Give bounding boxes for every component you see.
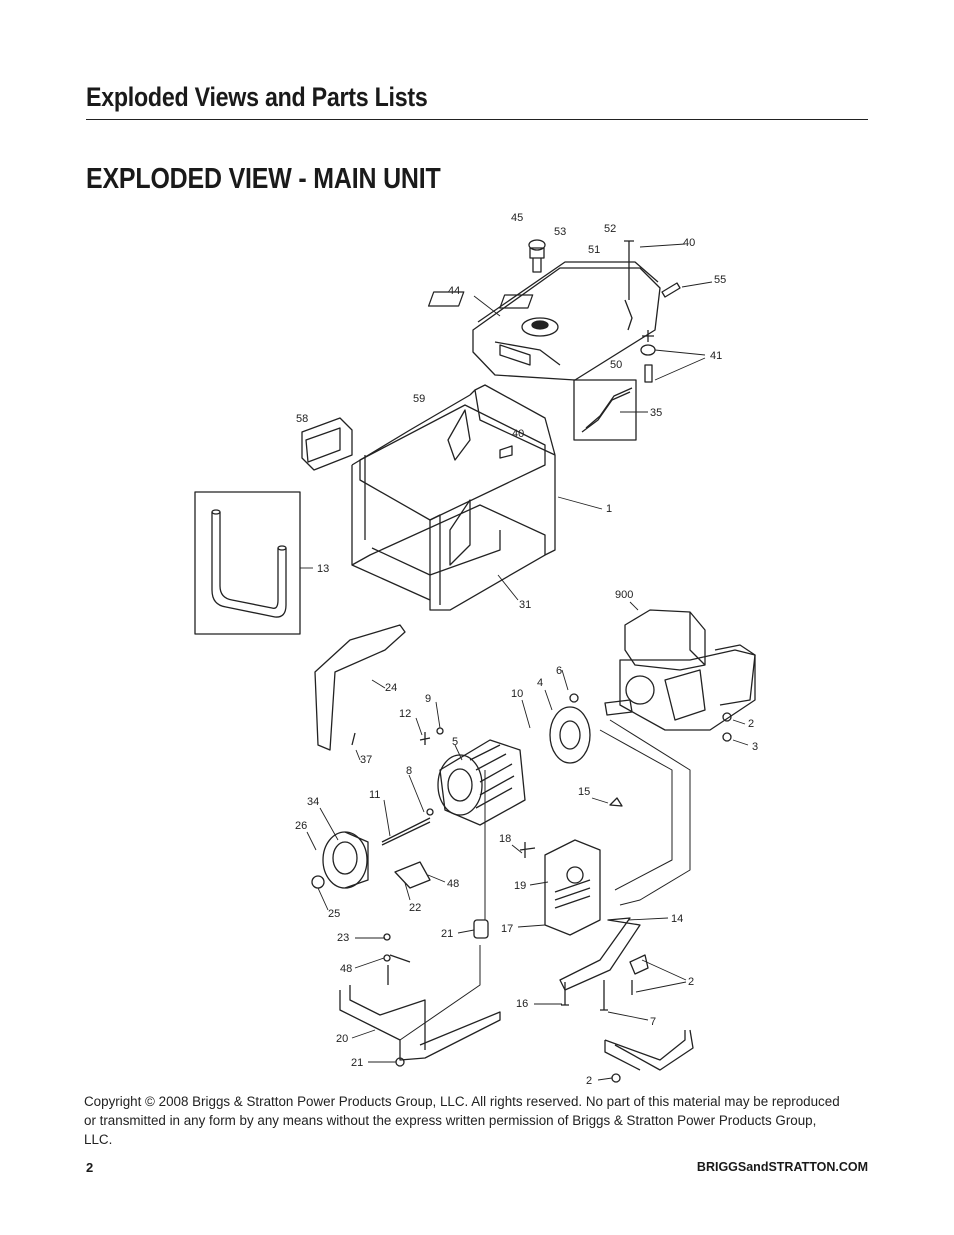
part-label: 58 bbox=[296, 413, 308, 425]
part-label: 2 bbox=[586, 1075, 592, 1085]
part-label: 24 bbox=[385, 682, 397, 694]
part-label: 37 bbox=[360, 754, 372, 766]
part-label: 13 bbox=[317, 563, 329, 575]
view-title: EXPLODED VIEW - MAIN UNIT bbox=[86, 163, 441, 195]
generator-frame bbox=[351, 384, 556, 611]
part-label: 18 bbox=[499, 833, 511, 845]
website-link[interactable]: BRIGGSandSTRATTON.COM bbox=[696, 1160, 868, 1174]
part-label: 15 bbox=[578, 786, 590, 798]
part-label: 1 bbox=[606, 503, 612, 515]
part-label: 34 bbox=[307, 796, 319, 808]
part-label: 50 bbox=[610, 359, 622, 371]
part-label: 4 bbox=[537, 677, 543, 689]
part-label: 10 bbox=[511, 688, 523, 700]
fuel-line-box bbox=[573, 379, 637, 441]
part-label: 20 bbox=[336, 1033, 348, 1045]
part-label: 6 bbox=[556, 665, 562, 677]
part-label: 3 bbox=[752, 741, 758, 753]
section-title: Exploded Views and Parts Lists bbox=[86, 82, 428, 112]
part-label: 25 bbox=[328, 908, 340, 920]
part-label: 40 bbox=[683, 237, 695, 249]
part-labels: 45 53 52 40 51 55 44 41 50 35 59 58 40 1… bbox=[295, 212, 758, 1085]
copyright-notice: Copyright © 2008 Briggs & Stratton Power… bbox=[84, 1094, 840, 1147]
part-label: 900 bbox=[615, 589, 633, 601]
part-label: 40 bbox=[512, 428, 524, 440]
part-label: 2 bbox=[688, 976, 694, 988]
part-label: 23 bbox=[337, 932, 349, 944]
part-label: 8 bbox=[406, 765, 412, 777]
exploded-view-diagram: 45 53 52 40 51 55 44 41 50 35 59 58 40 1… bbox=[194, 212, 758, 1085]
part-label: 31 bbox=[519, 599, 531, 611]
part-label: 26 bbox=[295, 820, 307, 832]
muffler bbox=[544, 839, 601, 936]
part-label: 41 bbox=[710, 350, 722, 362]
part-label: 48 bbox=[340, 963, 352, 975]
part-label: 55 bbox=[714, 274, 726, 286]
part-label: 19 bbox=[514, 880, 526, 892]
part-label: 52 bbox=[604, 223, 616, 235]
engine bbox=[604, 609, 756, 731]
part-label: 35 bbox=[650, 407, 662, 419]
fuel-cap bbox=[528, 239, 546, 273]
part-label: 53 bbox=[554, 226, 566, 238]
part-label: 22 bbox=[409, 902, 421, 914]
page-number: 2 bbox=[86, 1160, 94, 1175]
part-label: 59 bbox=[413, 393, 425, 405]
engine-adapter bbox=[549, 706, 591, 764]
part-label: 7 bbox=[650, 1016, 656, 1028]
part-label: 45 bbox=[511, 212, 523, 224]
part-label: 21 bbox=[351, 1057, 363, 1069]
rear-bearing-cover bbox=[322, 831, 369, 889]
handle-box bbox=[194, 491, 301, 635]
part-label: 12 bbox=[399, 708, 411, 720]
part-label: 14 bbox=[671, 913, 683, 925]
fuel-tank bbox=[427, 261, 661, 381]
control-panel-box bbox=[301, 417, 353, 471]
part-label: 17 bbox=[501, 923, 513, 935]
part-label: 51 bbox=[588, 244, 600, 256]
part-label: 48 bbox=[447, 878, 459, 890]
part-label: 5 bbox=[452, 736, 458, 748]
part-label: 16 bbox=[516, 998, 528, 1010]
part-label: 21 bbox=[441, 928, 453, 940]
part-label: 9 bbox=[425, 693, 431, 705]
part-label: 44 bbox=[448, 285, 460, 297]
stator bbox=[437, 739, 526, 826]
header-rule bbox=[86, 119, 868, 120]
part-label: 2 bbox=[748, 718, 754, 730]
part-label: 11 bbox=[369, 789, 380, 801]
